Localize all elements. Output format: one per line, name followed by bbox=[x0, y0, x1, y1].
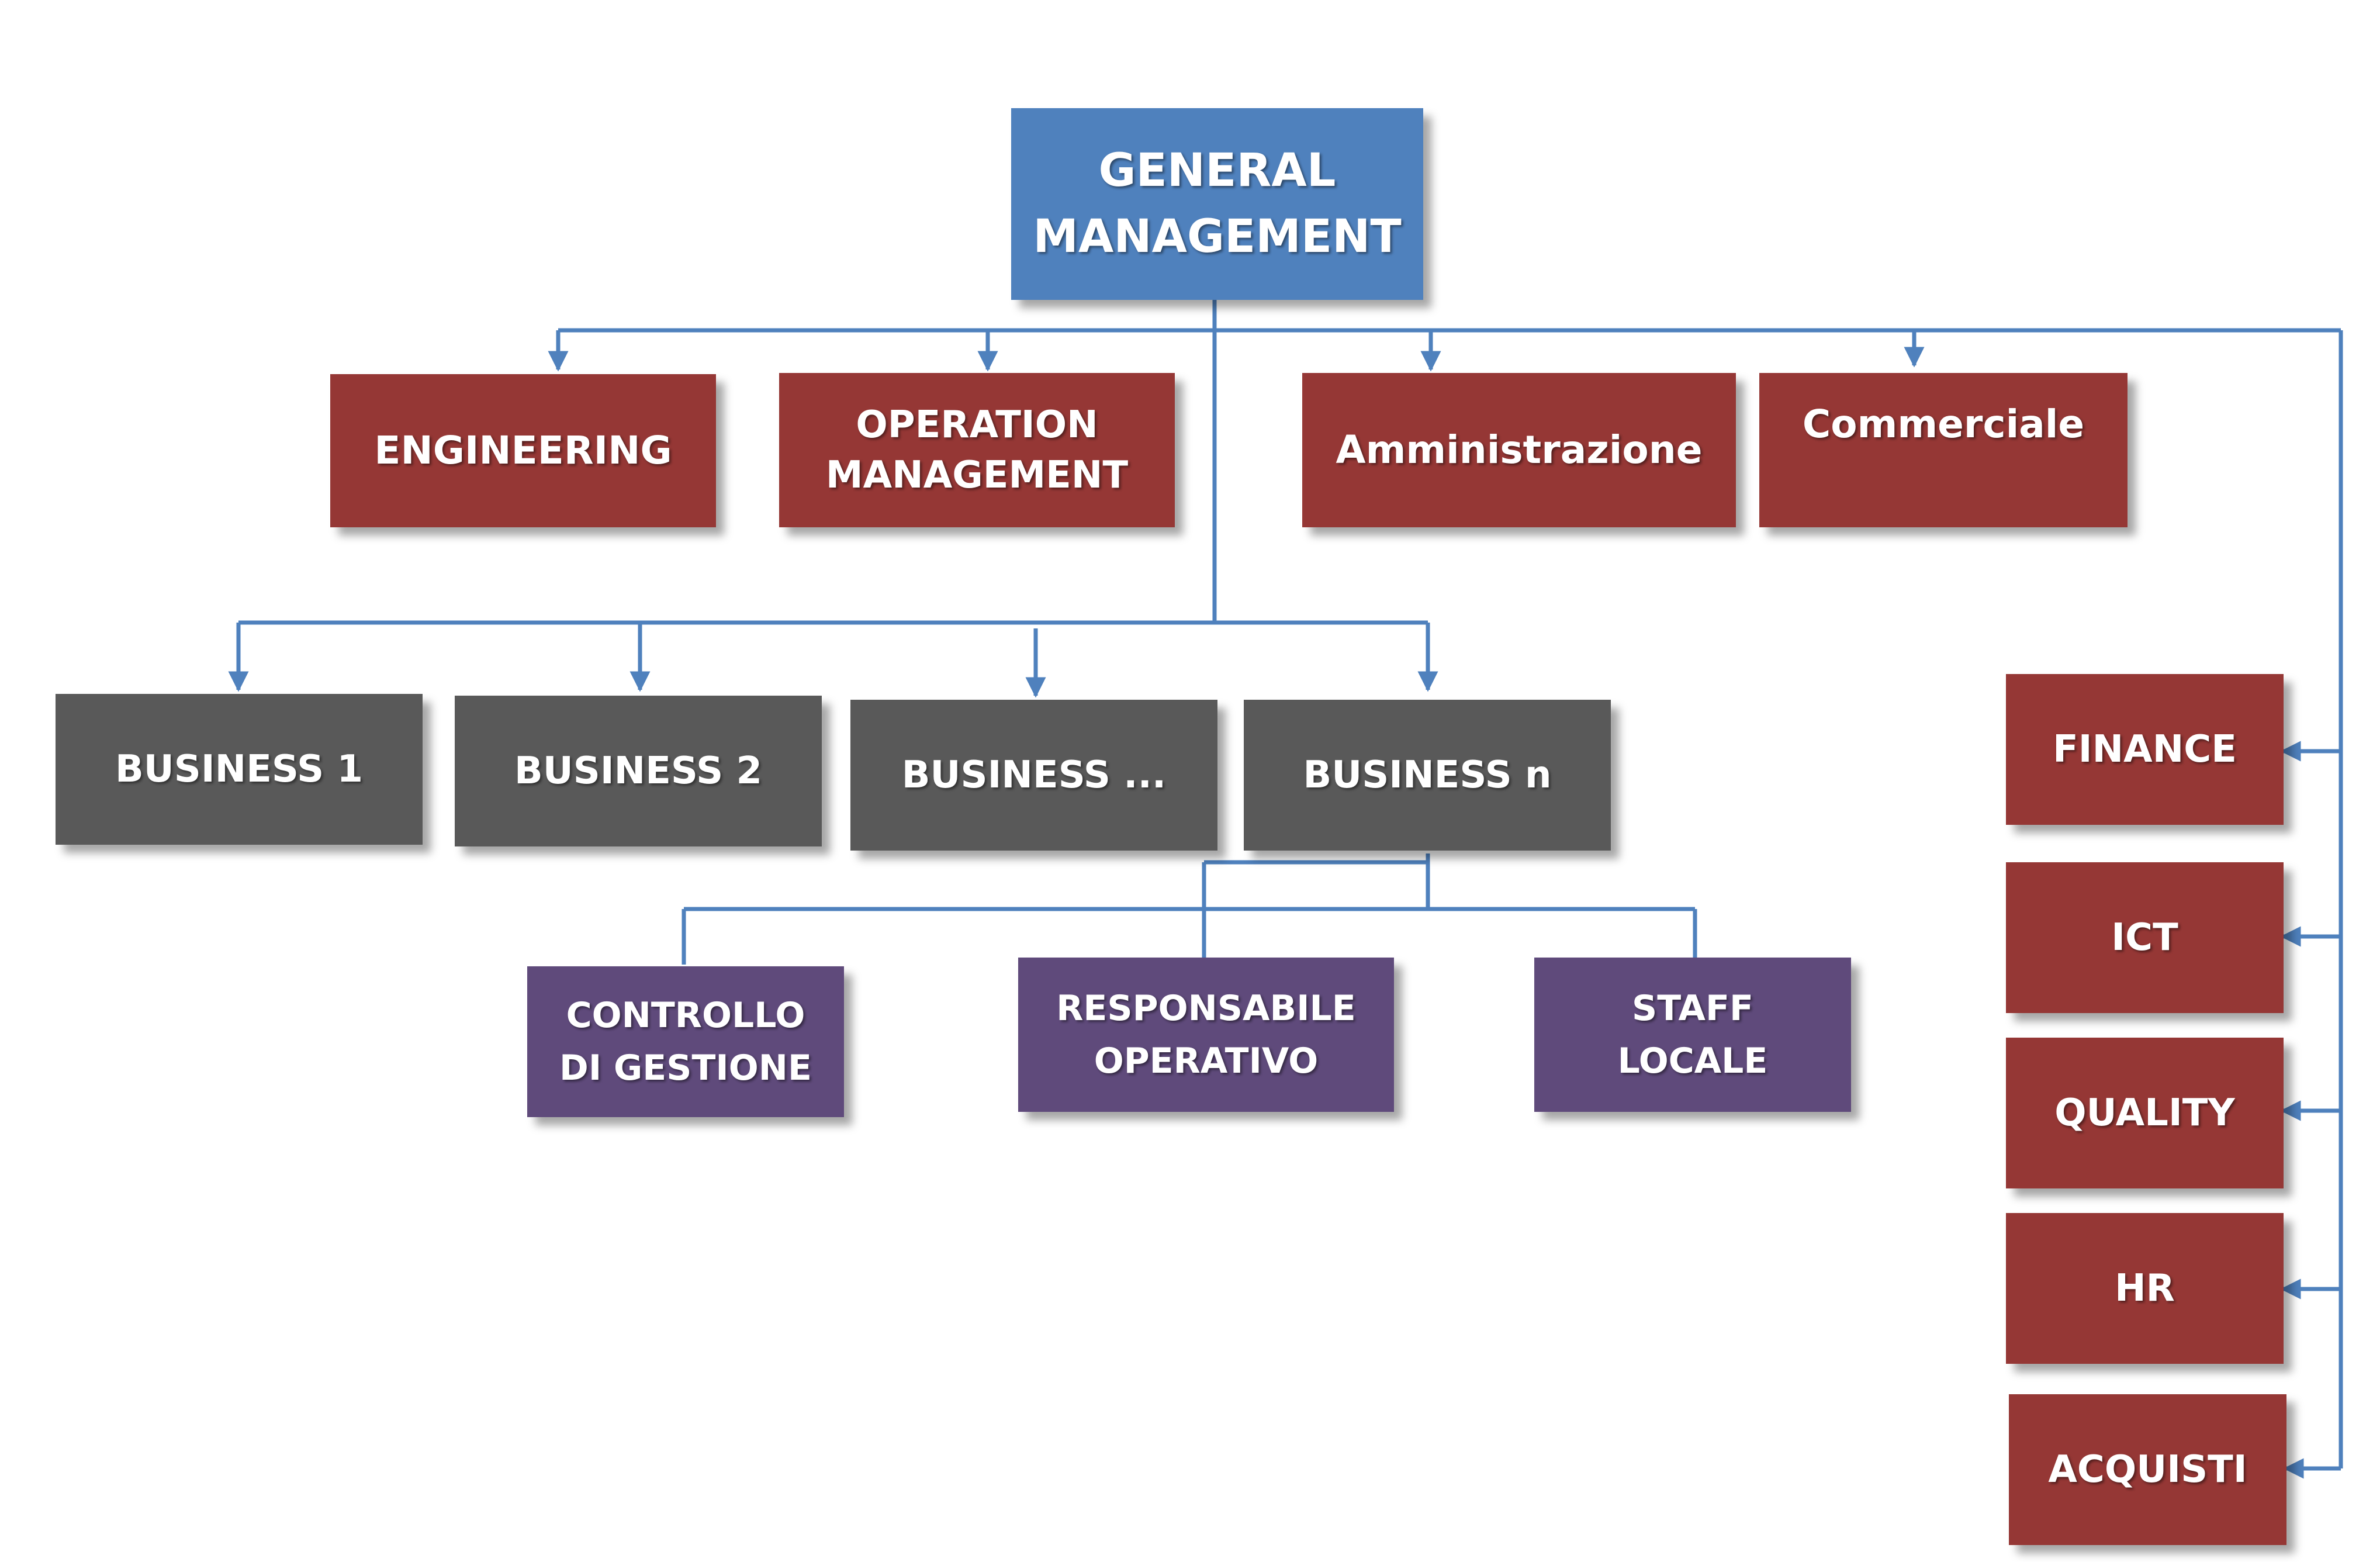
hr-label: HR bbox=[2115, 1267, 2175, 1310]
business-ellipsis-box: BUSINESS ... bbox=[850, 700, 1217, 851]
engineering-label: ENGINEERING bbox=[374, 427, 672, 473]
general-management-label: GENERAL MANAGEMENT bbox=[1033, 144, 1402, 263]
business-n-label: BUSINESS n bbox=[1303, 754, 1552, 797]
business-2-box: BUSINESS 2 bbox=[455, 696, 822, 846]
operation-management-box: OPERATION MANAGEMENT bbox=[779, 373, 1175, 527]
quality-label: QUALITY bbox=[2054, 1091, 2235, 1135]
general-management-box: GENERAL MANAGEMENT bbox=[1011, 108, 1423, 300]
engineering-box: ENGINEERING bbox=[330, 374, 716, 527]
business-ellipsis-label: BUSINESS ... bbox=[901, 754, 1167, 797]
acquisti-box: ACQUISTI bbox=[2009, 1394, 2286, 1545]
ict-box: ICT bbox=[2006, 862, 2284, 1013]
controllo-di-gestione-box: CONTROLLO DI GESTIONE bbox=[527, 966, 844, 1117]
hr-box: HR bbox=[2006, 1213, 2284, 1364]
business-1-box: BUSINESS 1 bbox=[56, 694, 423, 845]
business-n-box: BUSINESS n bbox=[1244, 700, 1611, 851]
business-2-label: BUSINESS 2 bbox=[514, 749, 763, 793]
business-1-label: BUSINESS 1 bbox=[115, 748, 364, 791]
responsabile-operativo-label: RESPONSABILE OPERATIVO bbox=[1056, 988, 1356, 1081]
amministrazione-box: Amministrazione bbox=[1302, 373, 1736, 527]
staff-locale-label: STAFF LOCALE bbox=[1617, 988, 1768, 1081]
commerciale-box: Commerciale bbox=[1759, 373, 2128, 527]
finance-label: FINANCE bbox=[2053, 728, 2237, 771]
acquisti-label: ACQUISTI bbox=[2048, 1448, 2247, 1491]
amministrazione-label: Amministrazione bbox=[1336, 427, 1703, 472]
operation-management-label: OPERATION MANAGEMENT bbox=[825, 403, 1129, 497]
finance-box: FINANCE bbox=[2006, 674, 2284, 825]
ict-label: ICT bbox=[2111, 916, 2178, 959]
responsabile-operativo-box: RESPONSABILE OPERATIVO bbox=[1018, 958, 1394, 1112]
controllo-di-gestione-label: CONTROLLO DI GESTIONE bbox=[559, 995, 812, 1088]
staff-locale-box: STAFF LOCALE bbox=[1534, 958, 1851, 1112]
commerciale-label: Commerciale bbox=[1802, 402, 2085, 447]
quality-box: QUALITY bbox=[2006, 1038, 2284, 1188]
